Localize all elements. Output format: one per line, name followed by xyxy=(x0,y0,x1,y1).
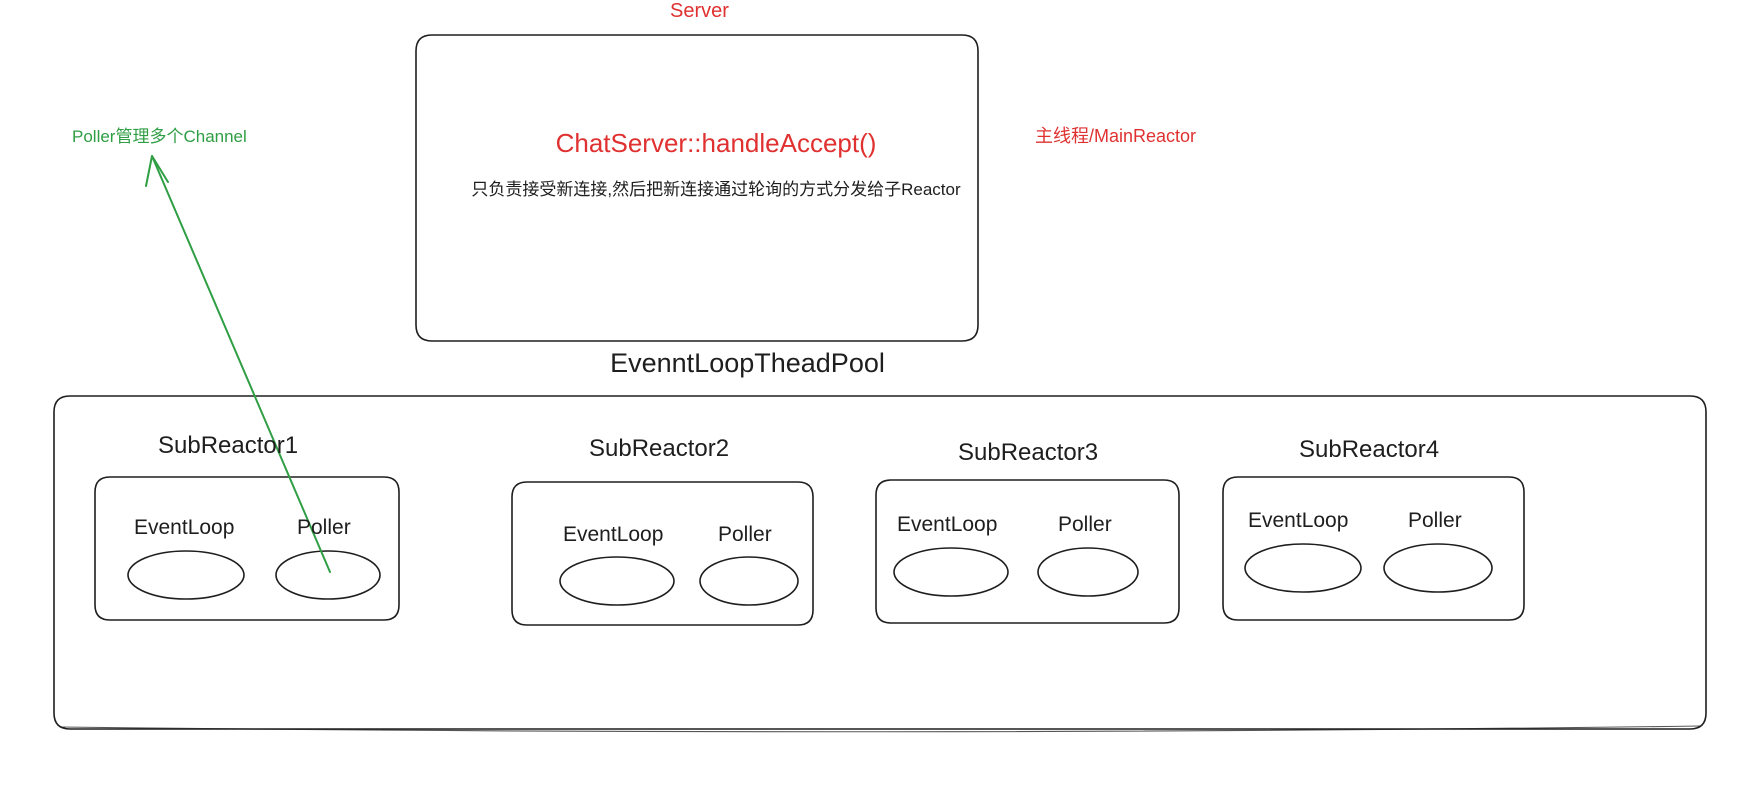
subreactor-4-eventloop-ellipse xyxy=(1244,543,1362,593)
subreactor-4-title: SubReactor4 xyxy=(1299,436,1440,463)
main-reactor-box xyxy=(415,34,979,342)
subreactor-3-title: SubReactor3 xyxy=(958,439,1099,466)
subreactor-1-title: SubReactor1 xyxy=(158,432,299,459)
subreactor-2-poller-label: Poller xyxy=(718,523,772,546)
subreactor-2-eventloop-ellipse xyxy=(559,556,675,606)
thread-pool-container-sketch-edge xyxy=(59,725,1701,733)
handle-accept-label: ChatServer::handleAccept() xyxy=(555,128,877,158)
subreactor-4-box xyxy=(1222,476,1525,621)
subreactor-1-box xyxy=(94,476,400,621)
thread-pool-title-text: EvenntLoopTheadPool xyxy=(610,348,885,378)
subreactor-3-box xyxy=(875,479,1180,624)
subreactor-3-poller-label: Poller xyxy=(1058,513,1112,536)
subreactor-4-poller-label: Poller xyxy=(1408,509,1462,532)
subreactor-3-eventloop-ellipse xyxy=(893,547,1009,597)
subreactor-1-poller-label: Poller xyxy=(297,516,351,539)
thread-pool-title: EvenntLoopTheadPool xyxy=(0,348,1755,379)
subreactor-1-eventloop-ellipse xyxy=(127,550,245,600)
page-title-text: Server xyxy=(670,0,729,22)
main-reactor-description: 只负责接受新连接,然后把新连接通过轮询的方式分发给子Reactor xyxy=(471,180,961,199)
subreactor-4-poller-ellipse xyxy=(1383,543,1493,593)
thread-pool-container xyxy=(53,395,1707,730)
subreactor-3-eventloop-label: EventLoop xyxy=(897,513,998,536)
main-thread-label: 主线程/MainReactor xyxy=(1035,126,1197,146)
subreactor-1-eventloop-label: EventLoop xyxy=(134,516,235,539)
subreactor-1-poller-ellipse xyxy=(275,550,381,600)
subreactor-2-title: SubReactor2 xyxy=(589,435,730,462)
subreactor-2-eventloop-label: EventLoop xyxy=(563,523,664,546)
subreactor-3-poller-ellipse xyxy=(1037,547,1139,597)
poller-annotation-label: Poller管理多个Channel xyxy=(72,127,247,146)
poller-annotation-arrow xyxy=(145,155,331,573)
page-title: Server xyxy=(0,0,1755,23)
subreactor-2-poller-ellipse xyxy=(699,556,799,606)
subreactor-2-box xyxy=(511,481,814,626)
subreactor-4-eventloop-label: EventLoop xyxy=(1248,509,1349,532)
